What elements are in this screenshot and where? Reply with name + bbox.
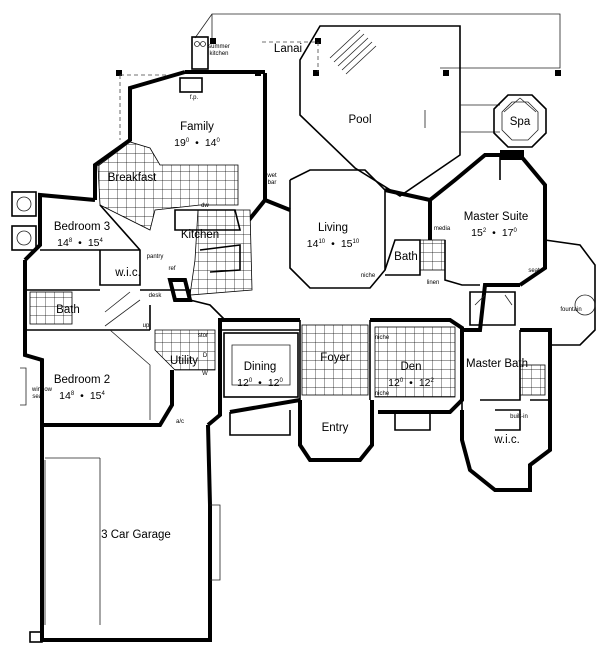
seat-note: seat — [528, 268, 540, 274]
family-dims: 190•140 — [174, 137, 220, 149]
room-labels: Lanai Pool Spa Family 190•140 Breakfast … — [54, 43, 531, 541]
summer-kitchen — [191, 36, 209, 70]
dw-note: dw — [201, 203, 209, 209]
lanai-label: Lanai — [274, 43, 302, 55]
linen-note: linen — [427, 280, 440, 286]
family-fireplace — [179, 77, 203, 93]
wet-bar-note-2: bar — [268, 180, 277, 186]
pantry-note: pantry — [147, 254, 164, 260]
bedroom3-label: Bedroom 3 — [54, 221, 110, 233]
washer-note: W — [202, 371, 208, 377]
den-niche-note-2: niche — [375, 391, 390, 397]
den-niche-note-1: niche — [375, 335, 390, 341]
dining-label: Dining — [244, 361, 277, 373]
bath-center-label: Bath — [394, 251, 418, 263]
bedroom2-dims: 148•154 — [59, 390, 105, 402]
ref-note: ref — [168, 266, 175, 272]
desk-note: desk — [149, 293, 163, 299]
summer-kitchen-note-2: kitchen — [209, 51, 228, 57]
living-dims: 1410•1510 — [307, 238, 360, 250]
family-label: Family — [180, 121, 214, 133]
master-suite-label: Master Suite — [464, 211, 529, 223]
utility-label: Utility — [170, 355, 198, 367]
bedroom3-dims: 148•154 — [57, 237, 103, 249]
stair-up-note: up — [143, 323, 150, 329]
master-bath-label: Master Bath — [466, 358, 528, 370]
window-seat-note-1: window — [31, 387, 53, 393]
bedroom2-label: Bedroom 2 — [54, 374, 110, 386]
spa-label: Spa — [510, 116, 531, 128]
family-fp-note: f.p. — [190, 95, 199, 101]
master-fireplace — [500, 150, 524, 160]
stor-note: stor — [198, 333, 208, 339]
media-note: media — [434, 226, 451, 232]
kitchen-label: Kitchen — [181, 229, 219, 241]
pool-label: Pool — [348, 114, 371, 126]
entry-label: Entry — [322, 422, 349, 434]
small-notes: summer kitchen f.p. f.p. wet bar pantry … — [31, 44, 582, 425]
master-fp-note: f.p. — [508, 153, 517, 159]
wic-left-label: w.i.c. — [114, 267, 141, 279]
window-seat-note-2: seat — [32, 394, 44, 400]
den-dims: 120•122 — [388, 377, 434, 389]
dining-dims: 120•120 — [237, 377, 283, 389]
spa-outline — [493, 94, 547, 148]
equipment — [11, 191, 43, 643]
living-label: Living — [318, 222, 348, 234]
den-label: Den — [400, 361, 421, 373]
fountain-note: fountain — [560, 307, 581, 313]
dryer-note: D — [203, 353, 208, 359]
interior-walls — [25, 155, 596, 436]
exterior-walls — [23, 70, 552, 642]
ac-note: a/c — [176, 419, 184, 425]
bath-left-label: Bath — [56, 304, 80, 316]
living-niche-note: niche — [361, 273, 376, 279]
wet-bar-note-1: wet — [266, 173, 277, 179]
breakfast-label: Breakfast — [108, 172, 157, 184]
summer-kitchen-note-1: summer — [208, 44, 230, 50]
master-suite-dims: 152•170 — [471, 227, 517, 239]
tile-areas — [29, 141, 546, 398]
wic-right-label: w.i.c. — [493, 434, 520, 446]
built-in-note: built-in — [510, 414, 528, 420]
foyer-label: Foyer — [320, 352, 350, 364]
garage-label: 3 Car Garage — [101, 529, 171, 541]
